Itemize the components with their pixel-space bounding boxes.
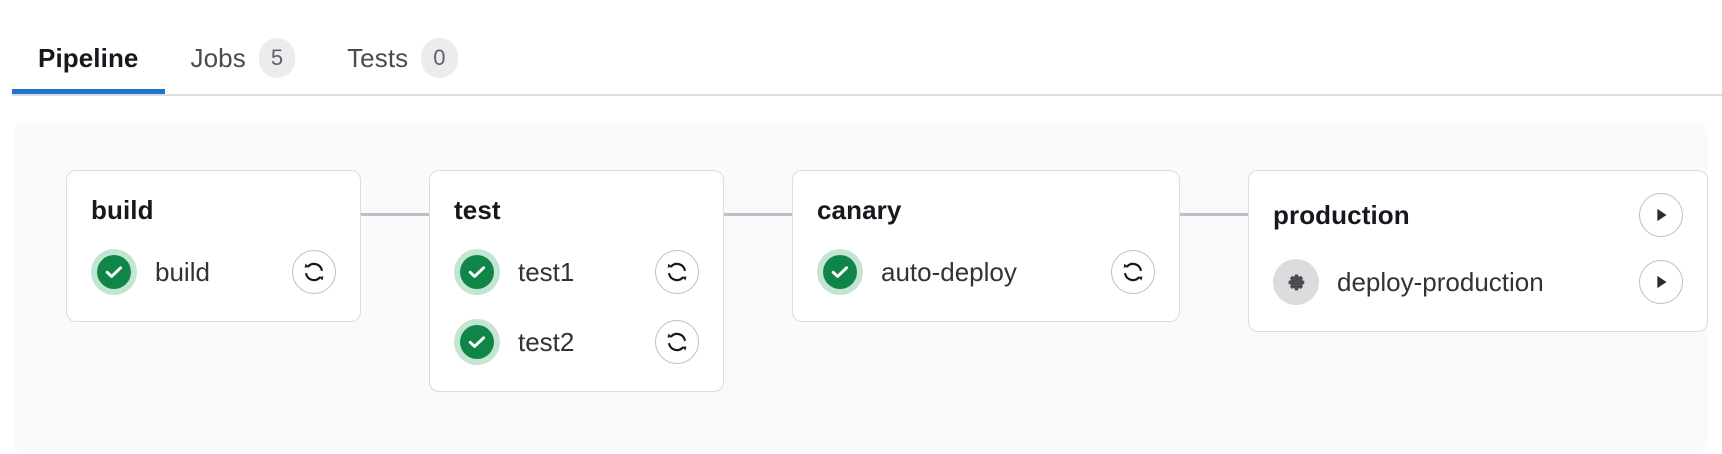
retry-icon-button-test1[interactable] bbox=[655, 250, 699, 294]
tab-jobs-label: Jobs bbox=[190, 43, 246, 73]
tab-bar: Pipeline Jobs 5 Tests 0 bbox=[0, 0, 1722, 96]
stage-header-build: build bbox=[91, 193, 336, 227]
job-row-test1[interactable]: test1 bbox=[454, 247, 699, 297]
stage-name-canary: canary bbox=[817, 195, 902, 225]
pipeline-stages: build build bbox=[14, 123, 1708, 392]
stage-name-build: build bbox=[91, 195, 154, 225]
stage-card-canary[interactable]: canary auto-deploy bbox=[792, 170, 1180, 322]
stage-name-production: production bbox=[1273, 200, 1410, 230]
tab-pipeline[interactable]: Pipeline bbox=[12, 0, 165, 94]
play-icon-button-deploy-production[interactable] bbox=[1639, 260, 1683, 304]
stage-connector-1 bbox=[361, 213, 429, 216]
job-name-test2: test2 bbox=[518, 327, 575, 357]
tab-tests-badge: 0 bbox=[421, 38, 458, 78]
job-name-deploy-production: deploy-production bbox=[1337, 267, 1544, 297]
pipeline-graph-panel: build build bbox=[14, 123, 1708, 453]
stage-wrap-canary: canary auto-deploy bbox=[792, 170, 1248, 322]
check-circle-icon bbox=[454, 249, 500, 295]
check-circle-icon bbox=[454, 319, 500, 365]
stage-header-canary: canary bbox=[817, 193, 1155, 227]
tab-jobs[interactable]: Jobs 5 bbox=[165, 0, 322, 94]
job-row-deploy-production[interactable]: deploy-production bbox=[1273, 257, 1683, 307]
tab-jobs-badge: 5 bbox=[258, 38, 296, 78]
stage-connector-3 bbox=[1180, 213, 1248, 216]
job-name-build: build bbox=[155, 257, 210, 287]
stage-wrap-test: test test1 bbox=[429, 170, 792, 392]
tab-tests-label: Tests bbox=[347, 43, 409, 73]
play-icon bbox=[1657, 208, 1667, 222]
retry-icon bbox=[304, 262, 324, 282]
tab-pipeline-label: Pipeline bbox=[38, 43, 139, 73]
retry-icon bbox=[667, 262, 687, 282]
job-name-auto-deploy: auto-deploy bbox=[881, 257, 1017, 287]
stage-card-test[interactable]: test test1 bbox=[429, 170, 724, 392]
stage-header-production: production bbox=[1273, 193, 1683, 237]
retry-icon bbox=[667, 332, 687, 352]
job-row-test2[interactable]: test2 bbox=[454, 317, 699, 367]
check-circle-icon bbox=[817, 249, 863, 295]
job-name-test1: test1 bbox=[518, 257, 575, 287]
stage-card-build[interactable]: build build bbox=[66, 170, 361, 322]
retry-icon-button-build[interactable] bbox=[292, 250, 336, 294]
stage-header-test: test bbox=[454, 193, 699, 227]
check-circle-icon bbox=[91, 249, 137, 295]
stage-wrap-production: production bbox=[1248, 170, 1708, 332]
tab-tests[interactable]: Tests 0 bbox=[321, 0, 483, 94]
gear-icon bbox=[1273, 259, 1319, 305]
stage-name-test: test bbox=[454, 195, 501, 225]
job-row-build[interactable]: build bbox=[91, 247, 336, 297]
retry-icon bbox=[1123, 262, 1143, 282]
stage-card-production[interactable]: production bbox=[1248, 170, 1708, 332]
retry-icon-button-auto-deploy[interactable] bbox=[1111, 250, 1155, 294]
stage-connector-2 bbox=[724, 213, 792, 216]
stage-wrap-build: build build bbox=[66, 170, 429, 322]
retry-icon-button-test2[interactable] bbox=[655, 320, 699, 364]
job-row-auto-deploy[interactable]: auto-deploy bbox=[817, 247, 1155, 297]
play-icon-button-stage-production[interactable] bbox=[1639, 193, 1683, 237]
play-icon bbox=[1657, 275, 1667, 289]
